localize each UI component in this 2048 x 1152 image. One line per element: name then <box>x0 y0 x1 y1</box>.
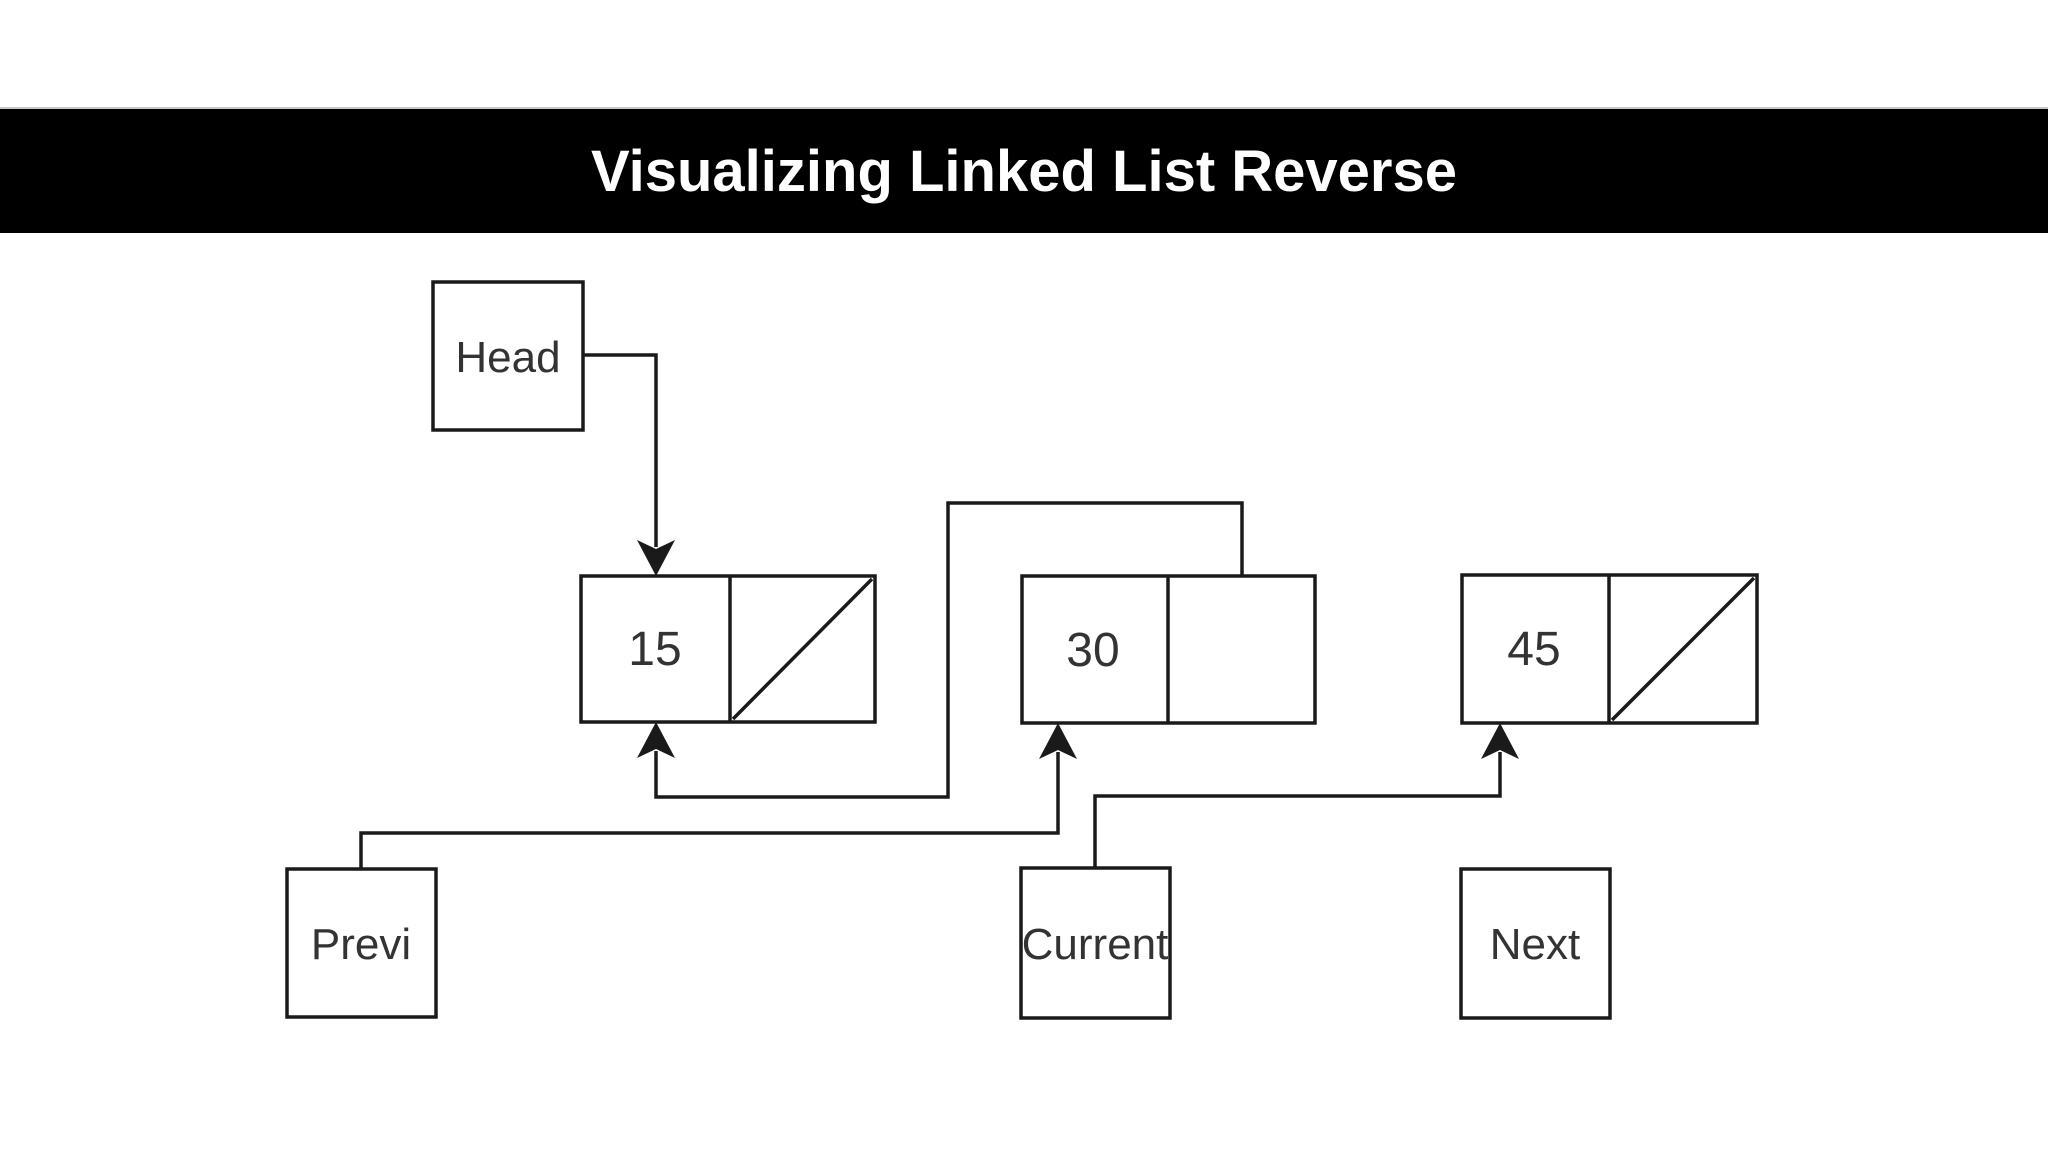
edge-node30-pointer-to-node15 <box>654 501 1244 799</box>
node-15-null-slash-icon <box>731 577 874 721</box>
next-box-rect <box>1459 867 1612 1020</box>
head-box: Head <box>431 280 585 432</box>
current-box: Current <box>1019 866 1172 1020</box>
head-box-rect <box>431 280 585 432</box>
node-45-null-slash-icon <box>1610 576 1756 722</box>
node-30-value: 30 <box>1066 624 1119 677</box>
prev-box: Previ <box>285 867 438 1019</box>
edge-prev-to-node30 <box>359 752 1060 869</box>
arrowhead-into-node15-bottom <box>637 722 675 758</box>
edge-head-to-node15 <box>583 353 658 547</box>
next-label: Next <box>1490 920 1580 969</box>
title-bar: Visualizing Linked List Reverse <box>0 107 2048 233</box>
node-15: 15 <box>579 574 877 724</box>
node-45: 45 <box>1460 573 1759 725</box>
node-45-value: 45 <box>1507 623 1560 676</box>
arrowhead-into-node30-bottom <box>1039 723 1077 759</box>
node-30: 30 <box>1020 574 1317 725</box>
next-box: Next <box>1459 867 1612 1020</box>
current-box-rect <box>1019 866 1172 1020</box>
prev-label: Previ <box>311 920 411 969</box>
edge-current-to-node45 <box>1093 752 1502 868</box>
page-title: Visualizing Linked List Reverse <box>590 138 1457 204</box>
head-label: Head <box>455 333 560 382</box>
arrowhead-into-node45-bottom <box>1481 723 1519 759</box>
node-15-value: 15 <box>628 623 681 676</box>
node-15-rect <box>579 574 877 724</box>
current-label: Current <box>1022 920 1169 969</box>
prev-box-rect <box>285 867 438 1019</box>
arrowhead-into-node15-top <box>637 540 675 576</box>
